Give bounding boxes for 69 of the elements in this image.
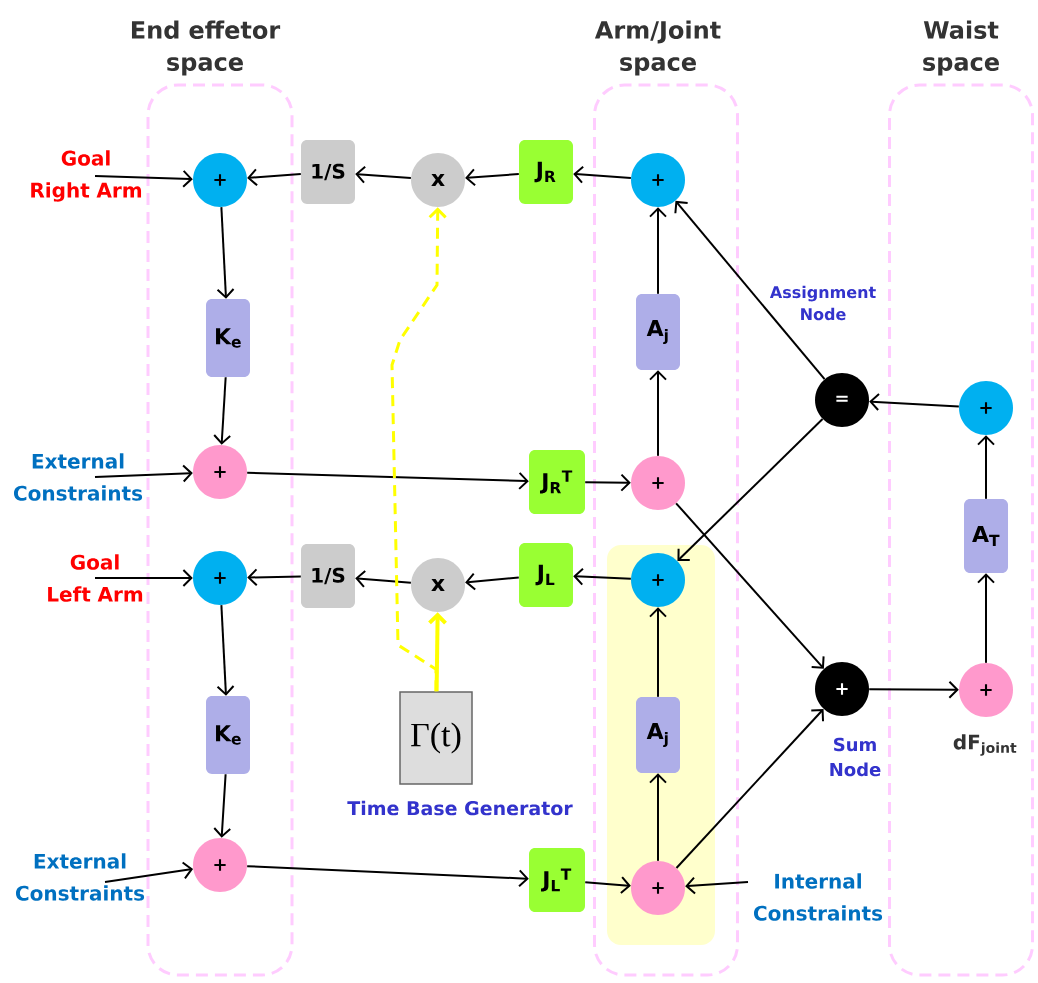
arrow: [216, 604, 235, 696]
node-caption: dF$_{joint}$: [953, 734, 1017, 756]
jacobian-box: J$_{R}$T: [529, 450, 585, 514]
arrow: [868, 680, 959, 699]
gain-box: A$_{T}$: [964, 499, 1008, 573]
generator-box: Γ(t): [399, 691, 473, 785]
arrow: [649, 607, 667, 698]
arrow: [94, 169, 193, 188]
summing-junction: +: [631, 553, 685, 607]
summing-junction: +: [959, 663, 1013, 717]
summing-junction: +: [193, 445, 247, 499]
arrow: [213, 773, 232, 838]
arrow: [428, 612, 447, 692]
gain-box: A$_{j}$: [636, 697, 680, 773]
arrow: [213, 376, 232, 445]
input-label: External Constraints: [16, 853, 145, 901]
arrow: [675, 502, 825, 669]
gain-box: A$_{j}$: [636, 294, 680, 370]
arrow: [355, 570, 412, 588]
input-label: Internal Constraints: [754, 873, 883, 921]
summing-junction: +: [193, 153, 247, 207]
arrow: [94, 569, 193, 587]
gain-box: K$_{e}$: [206, 299, 250, 377]
input-label: Goal Right Arm: [31, 150, 142, 202]
summing-junction: +: [631, 456, 685, 510]
arrow: [677, 418, 824, 562]
arrow: [675, 709, 825, 870]
arrow: [584, 876, 631, 895]
input-label: Goal Left Arm: [48, 554, 143, 602]
input-label: External Constraints: [14, 453, 143, 501]
node-caption: Assignment Node: [769, 285, 876, 321]
dashed-arrow: [390, 207, 447, 692]
arrow: [649, 370, 667, 457]
summing-junction: +: [193, 551, 247, 605]
arrow: [104, 861, 194, 883]
arrow: [355, 165, 412, 184]
summing-junction: +: [631, 861, 685, 915]
arrow: [465, 168, 520, 187]
jacobian-box: J$_{L}$: [519, 543, 573, 607]
gain-box: K$_{e}$: [206, 696, 250, 774]
arrow: [216, 206, 235, 299]
arrow: [246, 865, 529, 888]
jacobian-box: J$_{L}$T: [529, 848, 585, 912]
node-caption: Time Base Generator: [347, 800, 573, 816]
arrow: [977, 435, 995, 500]
arrow: [94, 464, 193, 483]
band-heading: End effetor space: [131, 20, 281, 76]
arrow: [465, 572, 520, 591]
summing-junction: +: [193, 838, 247, 892]
arrow: [584, 473, 631, 492]
arrow: [674, 200, 826, 381]
band-heading: Arm/Joint space: [594, 20, 721, 76]
jacobian-box: J$_{R}$: [519, 140, 573, 204]
arrow: [649, 773, 667, 862]
summing-junction: +: [631, 153, 685, 207]
arrow: [247, 168, 302, 187]
band-heading: Waist space: [923, 20, 999, 76]
summing-junction: +: [959, 381, 1013, 435]
arrow: [247, 568, 302, 587]
arrow: [977, 573, 995, 664]
integrator-box: 1/S: [301, 544, 355, 608]
node-caption: Sum Node: [830, 737, 881, 777]
arrow: [573, 165, 632, 184]
arrow: [869, 393, 960, 411]
arrow: [573, 567, 632, 586]
integrator-box: 1/S: [301, 140, 355, 204]
arrow: [246, 471, 529, 490]
arrow: [685, 876, 749, 895]
arrow: [649, 207, 667, 295]
